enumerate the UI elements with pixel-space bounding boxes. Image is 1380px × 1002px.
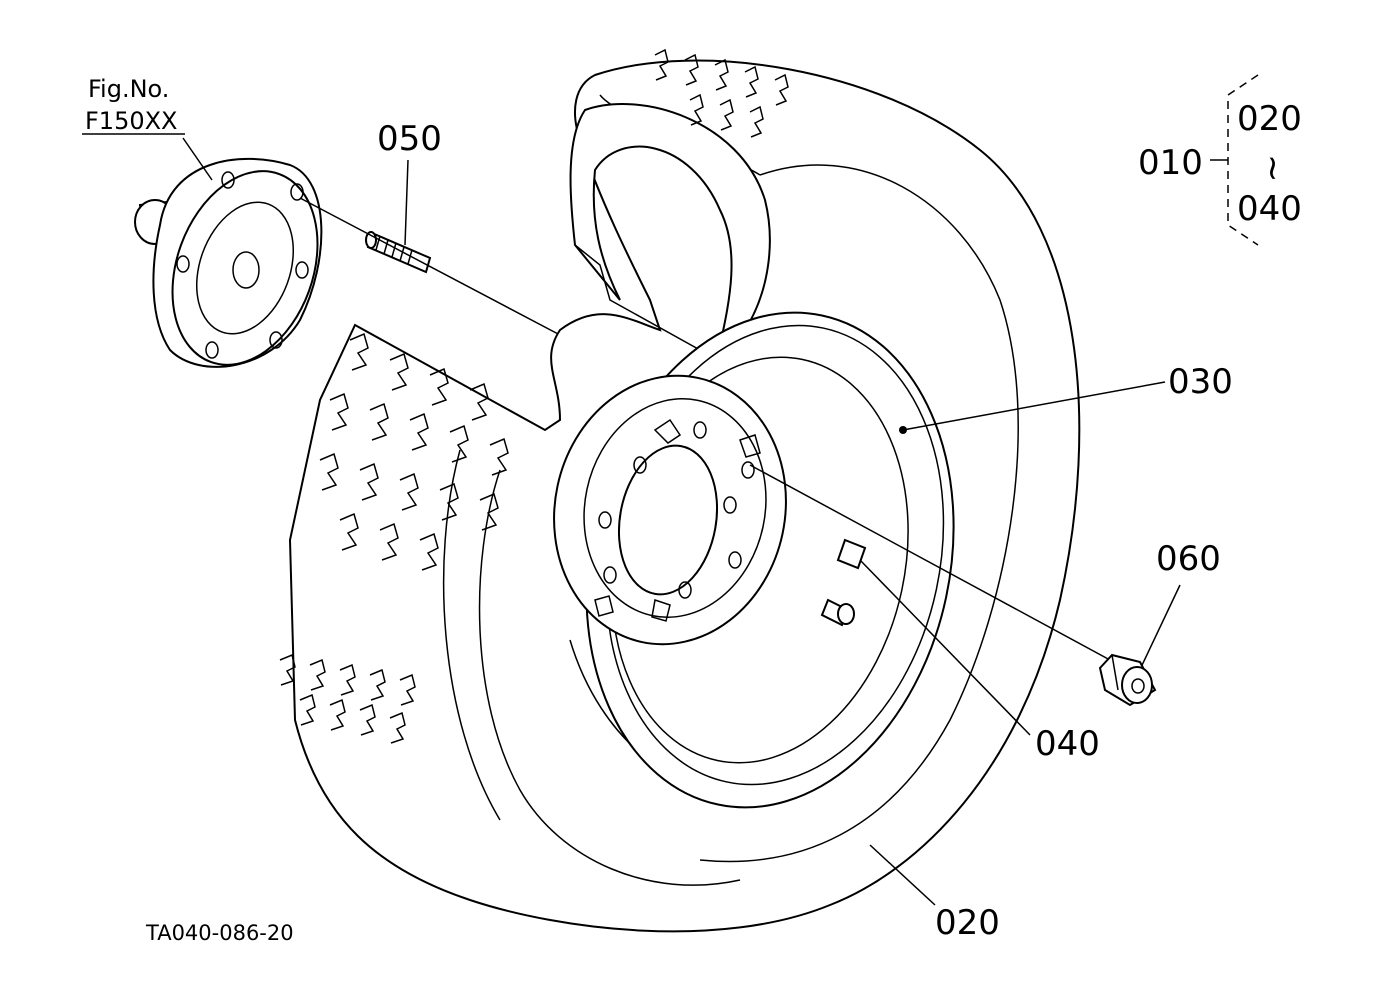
assembly-parent: 010 xyxy=(1138,143,1203,183)
leader-fig xyxy=(182,137,213,181)
wheel-nut xyxy=(1098,653,1157,707)
leader-040 xyxy=(859,559,1031,736)
assembly-range-tilde: ~ xyxy=(1253,154,1293,183)
leader-020 xyxy=(869,844,936,906)
callout-020: 020 xyxy=(935,903,1000,943)
leader-030 xyxy=(902,381,1166,431)
hub-flange xyxy=(134,157,323,368)
tread-upper xyxy=(654,48,789,138)
tread-left xyxy=(319,332,509,571)
wheel-rim xyxy=(553,311,955,809)
assembly-range-end: 040 xyxy=(1237,189,1302,229)
tread-lower xyxy=(279,653,416,744)
callout-060: 060 xyxy=(1156,539,1221,579)
callout-030: 030 xyxy=(1168,362,1233,402)
assembly-bracket xyxy=(1210,74,1259,246)
leader-030-dot xyxy=(899,426,907,434)
callout-050: 050 xyxy=(377,119,442,159)
nut-axis-line xyxy=(749,464,1111,661)
fig-number: F150XX xyxy=(85,107,178,135)
drawing-code: TA040-086-20 xyxy=(145,921,294,945)
fig-label: Fig.No. xyxy=(88,75,169,103)
stud-axis-line xyxy=(299,197,561,336)
leader-050 xyxy=(404,159,409,246)
leader-060 xyxy=(1134,584,1181,681)
assembly-range-start: 020 xyxy=(1237,99,1302,139)
callout-040: 040 xyxy=(1035,724,1100,764)
